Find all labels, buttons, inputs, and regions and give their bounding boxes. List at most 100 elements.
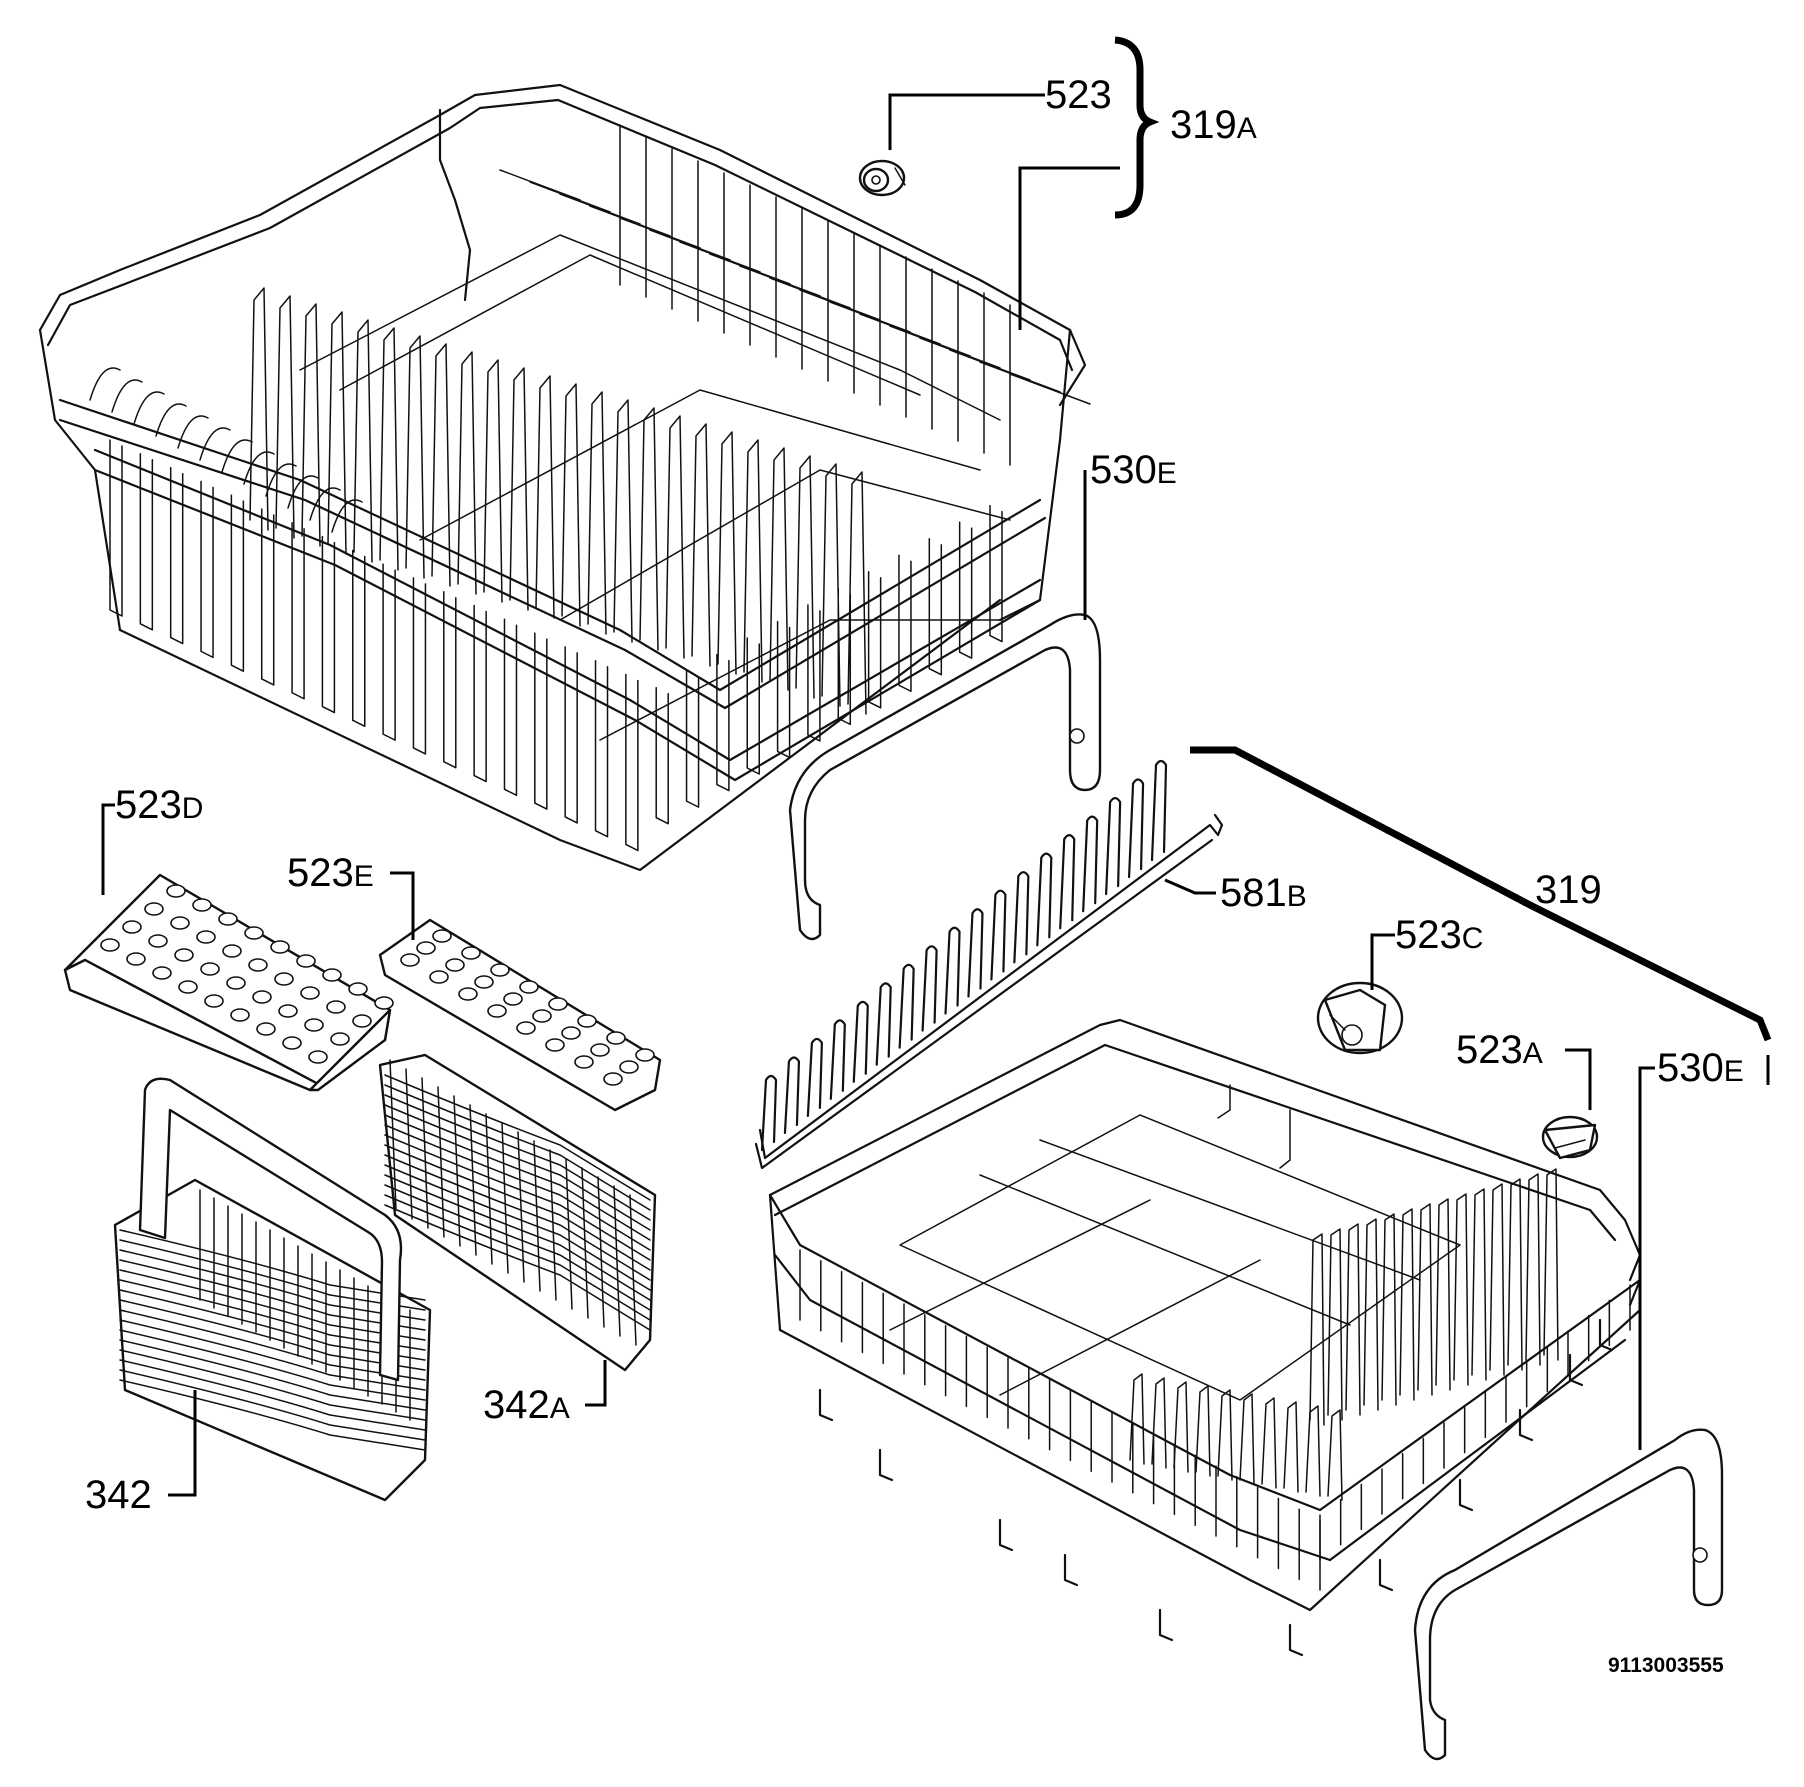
tray-523e-slots bbox=[400, 929, 655, 1086]
wire-segment bbox=[243, 451, 275, 485]
wire-segment bbox=[564, 646, 578, 824]
wire-segment bbox=[155, 403, 187, 437]
wire-segment bbox=[1345, 1223, 1361, 1416]
slot bbox=[218, 912, 238, 926]
basket-342a-grid bbox=[384, 1059, 651, 1346]
slot bbox=[606, 1031, 626, 1045]
wire-segment bbox=[119, 1259, 426, 1331]
wire-segment bbox=[119, 1339, 426, 1411]
leader-lines bbox=[101, 93, 1770, 1497]
wire-segment bbox=[807, 604, 821, 742]
wire-segment bbox=[119, 1269, 426, 1341]
slot bbox=[490, 963, 510, 977]
wire-segment bbox=[944, 926, 961, 1015]
wire-segment bbox=[1489, 1183, 1505, 1376]
slot bbox=[458, 987, 478, 1001]
slot bbox=[561, 1026, 581, 1040]
wire-segment bbox=[655, 686, 669, 825]
slot bbox=[429, 970, 449, 984]
cutlery-tray-523d bbox=[63, 873, 394, 1092]
label-342: 342 bbox=[85, 1473, 152, 1517]
wire-segment bbox=[405, 335, 425, 579]
wire-segment bbox=[199, 427, 231, 461]
wire-segment bbox=[928, 537, 943, 676]
wire-segment bbox=[200, 480, 214, 659]
wire-segment bbox=[1458, 1478, 1474, 1512]
wire-segment bbox=[260, 508, 275, 686]
slot bbox=[174, 948, 194, 962]
wire-segment bbox=[581, 1167, 589, 1319]
wire-segment bbox=[517, 1131, 525, 1283]
wire-segment bbox=[743, 439, 763, 683]
wire-segment bbox=[1363, 1218, 1379, 1411]
slot bbox=[166, 884, 186, 898]
label-523d: 523D bbox=[115, 783, 203, 827]
wire-segment bbox=[249, 287, 269, 531]
slot bbox=[548, 997, 568, 1011]
wire-segment bbox=[878, 1448, 894, 1482]
slot bbox=[252, 990, 272, 1004]
slot bbox=[330, 1032, 350, 1046]
wire-segment bbox=[119, 1359, 426, 1431]
slot bbox=[300, 986, 320, 1000]
slot bbox=[487, 1004, 507, 1018]
wire-segment bbox=[1453, 1193, 1469, 1386]
slot bbox=[545, 1038, 565, 1052]
slot bbox=[374, 996, 394, 1010]
slot bbox=[126, 952, 146, 966]
slot bbox=[326, 1000, 346, 1014]
wire-segment bbox=[1288, 1623, 1304, 1657]
wheel-523 bbox=[858, 159, 906, 197]
wire-segment bbox=[990, 889, 1007, 981]
wire-segment bbox=[847, 471, 867, 715]
slot bbox=[519, 980, 539, 994]
wire-segment bbox=[139, 453, 154, 631]
slot bbox=[244, 926, 264, 940]
wire-segment bbox=[301, 303, 321, 547]
wire-segment bbox=[685, 670, 700, 808]
wire-segment bbox=[1150, 759, 1168, 862]
wire-segment bbox=[119, 1309, 426, 1381]
wire-segment bbox=[1471, 1188, 1487, 1381]
wire-segment bbox=[119, 1349, 426, 1421]
wire-segment bbox=[503, 618, 518, 797]
wire-segment bbox=[565, 1158, 573, 1310]
wire-segment bbox=[776, 620, 791, 759]
wire-segment bbox=[1217, 1389, 1233, 1481]
slot bbox=[122, 920, 142, 934]
tray-523d-slots bbox=[100, 884, 394, 1064]
wire-segment bbox=[221, 439, 253, 473]
wire-segment bbox=[1568, 1353, 1584, 1387]
upper-basket-plate-tines bbox=[89, 287, 867, 715]
wire-segment bbox=[1151, 1377, 1167, 1469]
wire-segment bbox=[230, 494, 245, 672]
wire-segment bbox=[958, 521, 973, 659]
wire-segment bbox=[989, 504, 1003, 643]
slot bbox=[474, 975, 494, 989]
wire-segment bbox=[534, 632, 548, 810]
slot bbox=[226, 976, 246, 990]
wire-segment bbox=[119, 1289, 426, 1361]
wire-segment bbox=[177, 415, 209, 449]
lower-basket bbox=[768, 1018, 1642, 1657]
wire-segment bbox=[384, 1184, 651, 1311]
wire-segment bbox=[1543, 1168, 1559, 1361]
label-342a: 342A bbox=[483, 1383, 570, 1427]
wire-segment bbox=[389, 1059, 397, 1211]
bracket-319 bbox=[1190, 746, 1772, 1042]
slot bbox=[204, 994, 224, 1008]
slot bbox=[148, 934, 168, 948]
wire-segment bbox=[898, 554, 912, 693]
wire-segment bbox=[1013, 871, 1030, 964]
label-530e-upper: 530E bbox=[1090, 448, 1177, 492]
cutlery-basket-342 bbox=[113, 1077, 432, 1502]
wire-segment bbox=[291, 522, 305, 700]
wire-segment bbox=[111, 379, 143, 413]
wire-segment bbox=[613, 399, 633, 643]
slot bbox=[603, 1072, 623, 1086]
wheel-523a bbox=[1541, 1115, 1599, 1160]
wire-segment bbox=[1082, 815, 1099, 913]
wire-segment bbox=[485, 1113, 493, 1265]
rail-seal-530e-upper bbox=[788, 613, 1102, 941]
